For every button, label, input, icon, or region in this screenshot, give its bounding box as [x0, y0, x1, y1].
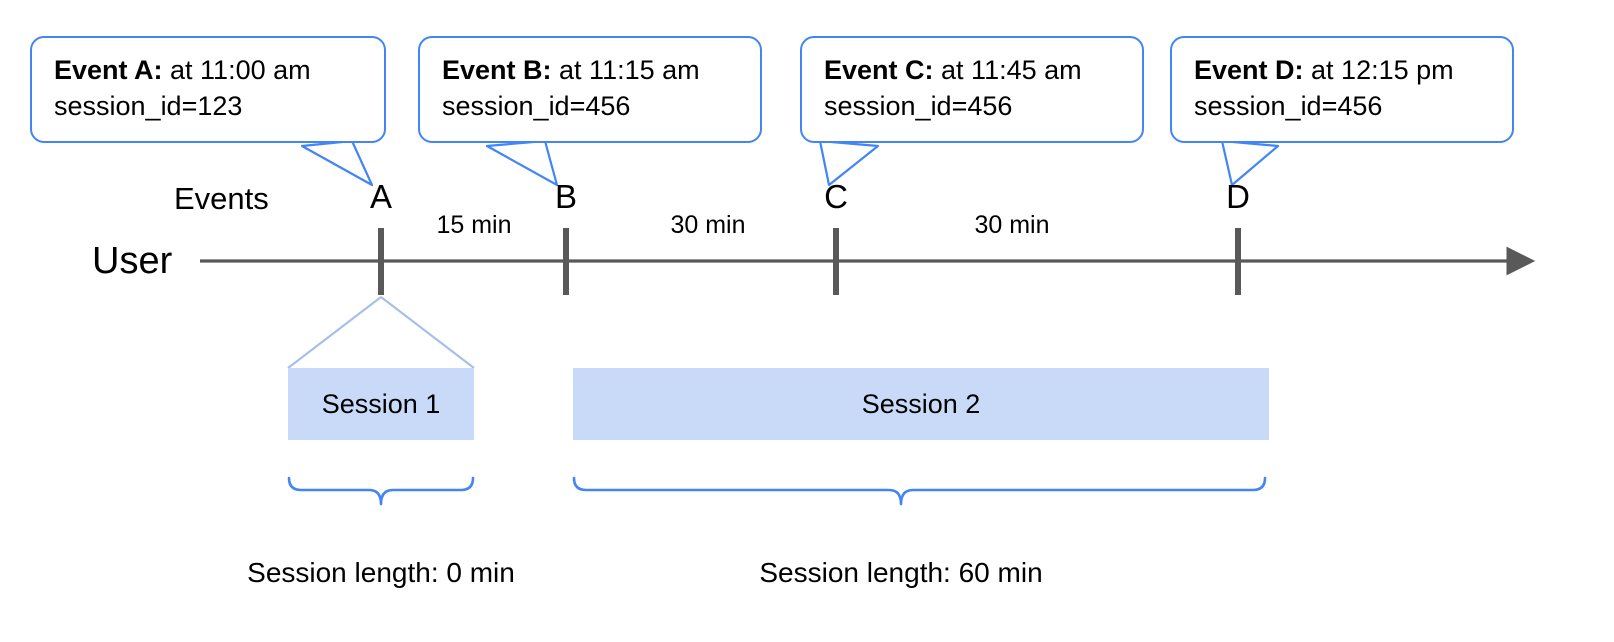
- event-marker-label-b: B: [554, 178, 578, 215]
- gap-label-b-c: 30 min: [670, 211, 746, 239]
- session-bar-2[interactable]: Session 2: [573, 368, 1269, 440]
- event-marker-label-d: D: [1226, 178, 1250, 215]
- row-label-events: Events: [174, 181, 269, 216]
- callout-event-d[interactable]: Event D: at 12:15 pm session_id=456: [1170, 36, 1514, 143]
- session1-brace: [287, 476, 475, 506]
- callout-c-session-id: session_id=456: [824, 91, 1013, 122]
- session-length-caption-2: Session length: 60 min: [759, 557, 1043, 588]
- callout-b-time: at 11:15 am: [551, 55, 700, 85]
- row-label-user: User: [92, 240, 173, 282]
- callout-b-session-id: session_id=456: [442, 91, 631, 122]
- session-length-caption-1: Session length: 0 min: [247, 557, 515, 588]
- event-marker-label-c: C: [824, 178, 848, 215]
- callout-a-time: at 11:00 am: [162, 55, 311, 85]
- callout-b-title: Event B:: [442, 55, 552, 85]
- callout-d-session-id: session_id=456: [1194, 91, 1383, 122]
- session-bar-2-label: Session 2: [861, 388, 981, 419]
- callout-c-time: at 11:45 am: [933, 55, 1082, 85]
- session1-funnel: [287, 296, 475, 369]
- session-bar-1[interactable]: Session 1: [288, 368, 474, 440]
- gap-label-a-b: 15 min: [436, 211, 512, 239]
- callout-event-b[interactable]: Event B: at 11:15 am session_id=456: [418, 36, 762, 143]
- callout-tail-b: [485, 139, 559, 187]
- gap-label-c-d: 30 min: [974, 211, 1050, 239]
- callout-tail-a: [300, 139, 374, 187]
- callout-c-title: Event C:: [824, 55, 934, 85]
- callout-event-c[interactable]: Event C: at 11:45 am session_id=456: [800, 36, 1144, 143]
- session2-brace: [572, 476, 1267, 506]
- callout-a-title: Event A:: [54, 55, 163, 85]
- callout-a-session-id: session_id=123: [54, 91, 243, 122]
- callout-event-a[interactable]: Event A: at 11:00 am session_id=123: [30, 36, 386, 143]
- callout-d-title: Event D:: [1194, 55, 1304, 85]
- event-marker-label-a: A: [369, 178, 393, 215]
- callout-d-time: at 12:15 pm: [1303, 55, 1454, 85]
- session-bar-1-label: Session 1: [321, 388, 441, 419]
